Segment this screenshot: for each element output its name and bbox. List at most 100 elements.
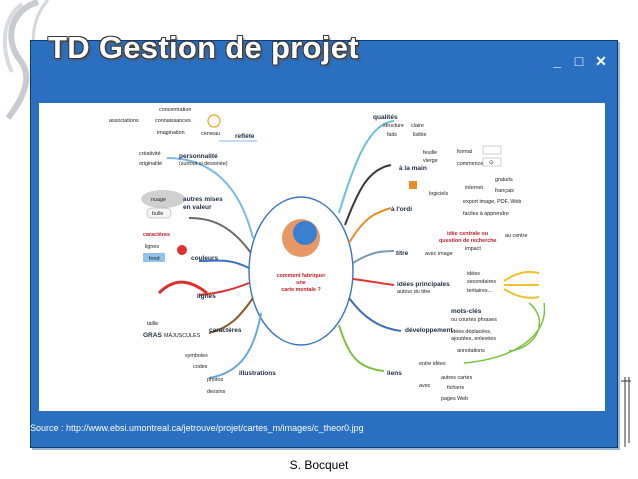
minimize-icon[interactable]: _ [553,53,561,69]
svg-text:qualités: qualités [373,114,398,121]
svg-text:caractères: caractères [209,327,242,334]
center-line-1: comment fabriquer [277,273,327,279]
svg-text:en valeur: en valeur [183,204,212,211]
svg-text:au centre: au centre [505,233,527,239]
svg-text:question de recherche: question de recherche [439,238,497,244]
branch-lignes [198,282,250,296]
label-cerveau: cerveau [201,131,220,137]
branch-nuage [188,217,252,254]
svg-text:ajoutées, enlevées: ajoutées, enlevées [451,336,496,342]
svg-text:secondaires: secondaires [467,279,496,285]
svg-text:imagination: imagination [157,130,185,136]
svg-text:MAJUSCULES: MAJUSCULES [164,333,201,339]
svg-text:ou courtes phrases: ou courtes phrases [451,317,497,323]
svg-text:autres mises: autres mises [183,196,223,203]
svg-text:liens: liens [387,370,402,377]
svg-text:nuage: nuage [151,197,166,203]
window-controls: _ □ ✕ [549,53,609,69]
branch-idees [352,278,395,286]
svg-text:structure: structure [383,123,404,129]
center-line-3: carte mentale ? [281,287,321,293]
svg-text:fichiers: fichiers [447,385,464,391]
palette-icon [177,245,187,255]
svg-text:développement: développement [405,327,454,334]
sun-icon [207,114,221,128]
cloud-shape [141,190,185,208]
branch-titre [352,250,395,264]
branch-couleurs [198,259,250,269]
svg-text:originalité: originalité [139,161,162,167]
svg-text:claire: claire [411,123,424,129]
svg-text:feuille: feuille [423,150,437,156]
svg-text:idée centrale ou: idée centrale ou [447,231,488,237]
branch-qualites [338,120,395,214]
svg-text:idées: idées [467,271,480,277]
mindmap-image: comment fabriquer une carte mentale ? re… [39,103,605,411]
svg-text:avec: avec [419,383,431,389]
svg-text:avec image: avec image [425,251,453,257]
branch-developpement [348,297,402,332]
svg-text:taille: taille [147,321,158,327]
svg-text:faits: faits [387,132,397,138]
svg-text:titre: titre [396,250,409,257]
svg-text:GRAS: GRAS [143,332,162,339]
svg-text:idées déplacées,: idées déplacées, [451,329,492,335]
svg-text:couleurs: couleurs [191,255,218,262]
svg-text:tertiaires...: tertiaires... [467,288,492,294]
svg-text:illustrations: illustrations [239,370,276,377]
close-icon[interactable]: ✕ [595,53,607,69]
svg-text:fond: fond [149,256,160,262]
source-text: Source : http://www.ebsi.umontreal.ca/je… [30,423,364,433]
svg-text:entre idées: entre idées [419,361,446,367]
svg-text:⊙: ⊙ [489,160,494,166]
svg-text:pages Web: pages Web [441,396,468,402]
branch-liens [338,324,385,372]
computer-icon [409,181,417,189]
title-bar: _ □ ✕ [31,41,617,101]
svg-text:export image, PDF, Web: export image, PDF, Web [463,199,521,205]
svg-text:associations: associations [109,118,139,124]
svg-text:autour du titre: autour du titre [397,289,430,295]
svg-text:connaissances: connaissances [155,118,191,124]
branch-caracteres [208,297,254,334]
svg-text:mots-clés: mots-clés [451,308,482,315]
decorative-ticks [621,377,631,447]
svg-text:à la main: à la main [399,165,427,172]
svg-text:lisible: lisible [413,132,426,138]
svg-text:dessins: dessins [207,389,226,395]
mindmap-diagram: comment fabriquer une carte mentale ? re… [109,107,546,402]
branch-ordi [348,207,392,244]
svg-text:faciles à apprendre: faciles à apprendre [463,211,509,217]
svg-text:à l'ordi: à l'ordi [391,206,412,213]
svg-text:concentration: concentration [159,107,191,113]
branch-illustrations [208,312,262,379]
svg-text:idées principales: idées principales [397,281,450,288]
svg-text:internet: internet [465,185,483,191]
svg-text:personnalité: personnalité [179,153,218,160]
slide-window: _ □ ✕ comment fabriquer une carte mental… [30,40,631,448]
svg-text:vierge: vierge [423,158,438,164]
svg-text:impact: impact [465,246,481,252]
svg-text:photos: photos [207,377,223,383]
svg-text:autres cartes: autres cartes [441,375,472,381]
slide-title: TD Gestion de projet [48,30,359,65]
center-line-2: une [296,280,306,286]
svg-text:logiciels: logiciels [429,191,448,197]
svg-text:lignes: lignes [197,293,216,300]
svg-text:format: format [457,149,473,155]
svg-text:commencer: commencer [457,161,485,167]
svg-text:créativité: créativité [139,151,161,157]
label-reflete: reflète [235,133,255,140]
branch-main [344,164,392,226]
brain-icon [293,221,317,245]
svg-text:lignes: lignes [145,244,159,250]
center-oval [248,196,354,346]
svg-text:annotations: annotations [457,348,485,354]
svg-text:codes: codes [193,364,208,370]
svg-text:(surtout si dessinée): (surtout si dessinée) [179,161,228,167]
maximize-icon[interactable]: □ [574,53,584,69]
svg-text:français: français [495,188,514,194]
source-caption: Source : http://www.ebsi.umontreal.ca/je… [30,418,450,438]
svg-text:bulle: bulle [152,211,163,217]
svg-text:gratuits: gratuits [495,177,513,183]
